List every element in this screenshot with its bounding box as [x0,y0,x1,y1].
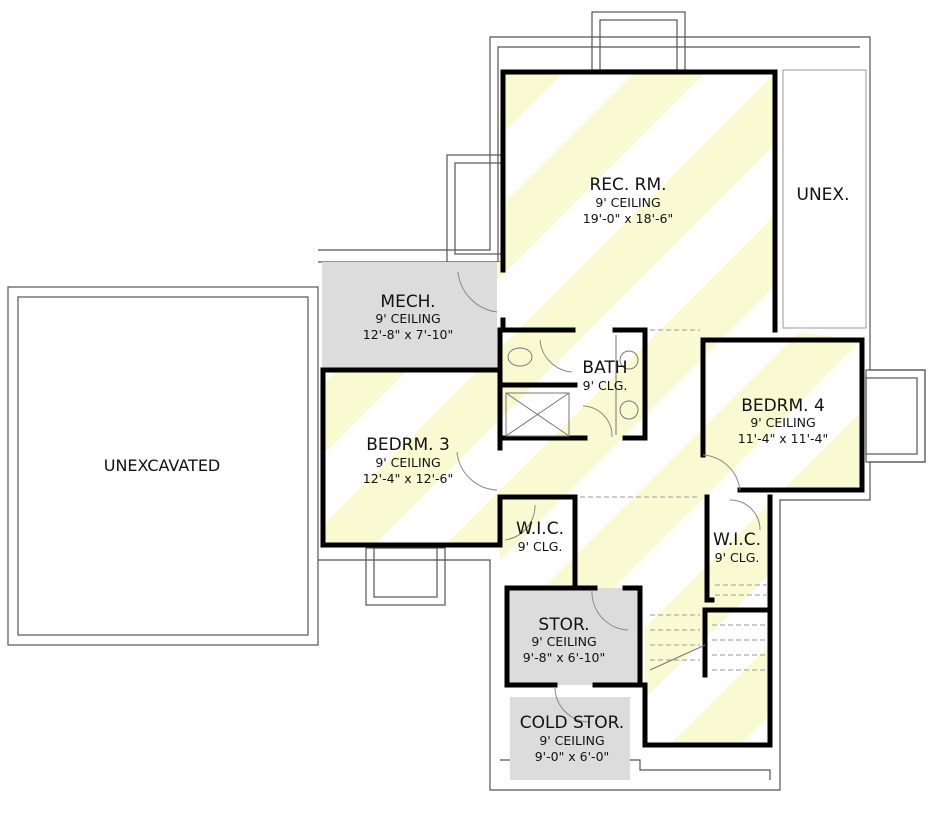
room-size: 11'-4" x 11'-4" [738,431,828,446]
room-name: MECH. [380,292,435,312]
foundation-walls [7,11,926,791]
room-name: BEDRM. 3 [366,435,450,455]
room-name: BEDRM. 4 [741,396,825,416]
unex-area [782,69,867,329]
room-rec: REC. RM. 9' CEILING 19'-0" x 18'-6" [583,175,673,226]
room-ceiling: 9' CEILING [539,733,604,748]
room-cold-stor: COLD STOR. 9' CEILING 9'-0" x 6'-0" [520,713,624,764]
room-name: BATH [582,358,627,378]
room-ceiling: 9' CLG. [715,550,760,565]
room-size: 12'-4" x 12'-6" [363,471,453,486]
room-name: REC. RM. [589,175,666,195]
room-ceiling: 9' CEILING [750,415,815,430]
room-size: 12'-8" x 7'-10" [363,327,453,342]
room-ceiling: 9' CEILING [375,455,440,470]
room-ceiling: 9' CLG. [518,539,563,554]
room-bedrm-3: BEDRM. 3 9' CEILING 12'-4" x 12'-6" [363,435,453,486]
room-name: COLD STOR. [520,713,624,733]
room-name: W.I.C. [516,519,564,539]
room-unexcavated: UNEXCAVATED [104,456,221,475]
unexcavated-area [19,298,307,634]
room-stor: STOR. 9' CEILING 9'-8" x 6'-10" [523,615,606,665]
mech-room-fill [322,262,497,370]
room-ceiling: 9' CLG. [583,378,628,393]
stairs [649,614,768,671]
room-ceiling: 9' CEILING [531,634,596,649]
fixtures [505,329,768,671]
doors [456,271,761,723]
room-unex: UNEX. [797,185,850,205]
room-size: 19'-0" x 18'-6" [583,211,673,226]
stor-room-fill [507,588,640,685]
room-name: W.I.C. [713,530,761,550]
room-mech: MECH. 9' CEILING 12'-8" x 7'-10" [363,292,453,342]
cold-stor-fill [510,697,630,780]
highlight-area [323,72,862,745]
room-bath: BATH 9' CLG. [582,358,627,393]
room-wic-right: W.I.C. 9' CLG. [713,530,761,565]
room-wic-left: W.I.C. 9' CLG. [516,519,564,554]
walls [320,69,865,748]
room-size: 9'-8" x 6'-10" [523,650,606,665]
room-name: STOR. [538,615,589,635]
room-bedrm-4: BEDRM. 4 9' CEILING 11'-4" x 11'-4" [738,396,828,446]
room-ceiling: 9' CEILING [375,311,440,326]
room-ceiling: 9' CEILING [595,195,660,210]
room-size: 9'-0" x 6'-0" [535,749,610,764]
